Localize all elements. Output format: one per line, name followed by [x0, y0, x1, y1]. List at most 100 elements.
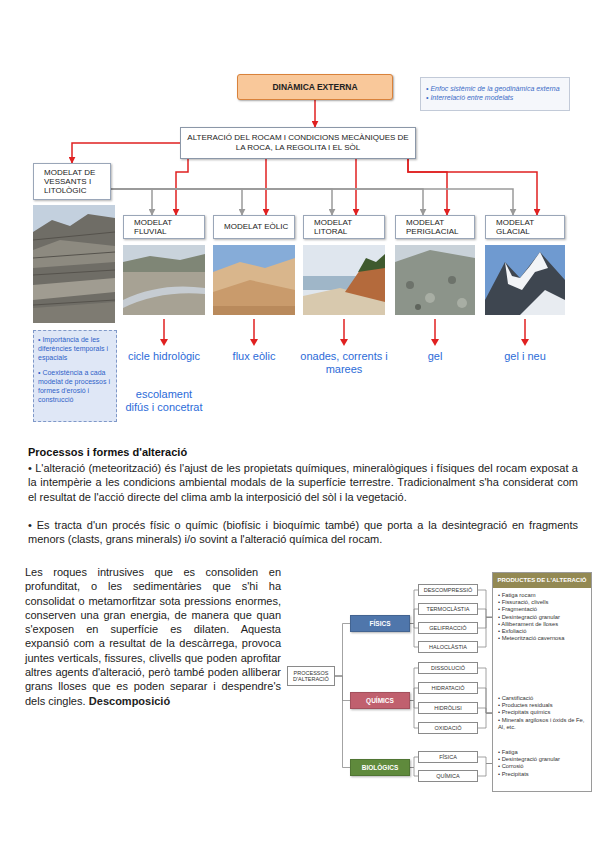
- connector: [314, 100, 316, 127]
- node-text: • Importància de les diferències tempora…: [38, 336, 112, 362]
- node-text: FÍSICS: [353, 620, 407, 627]
- connector: [335, 624, 350, 677]
- hills: [123, 254, 205, 274]
- paragraph-box: • L'alteració (meteorització) és l'ajust…: [28, 461, 578, 504]
- connector: [111, 189, 152, 215]
- boulder: [448, 276, 456, 284]
- boulder: [415, 304, 421, 310]
- bullet-item: • Precipitats: [498, 771, 588, 778]
- node-text: HALOCLÀSTIA: [421, 644, 475, 650]
- sky: [485, 245, 565, 315]
- node-text: HIDRÒLISI: [421, 705, 475, 711]
- section-heading-box: Processos i formes d'alteració: [28, 446, 428, 458]
- bullet-item: • Minerals argilosos i òxids de Fe, Al, …: [498, 717, 588, 731]
- node-text: QUÍMICA: [421, 773, 475, 779]
- process-box: HALOCLÀSTIA: [418, 641, 478, 653]
- red-arrow: [343, 319, 345, 340]
- connector: [410, 701, 418, 729]
- connector: [478, 713, 492, 728]
- connector: [111, 189, 242, 215]
- agent-label: onades, corrents i marees: [300, 350, 387, 375]
- aeolian-photo: [213, 245, 295, 315]
- connector: [111, 189, 423, 215]
- note-box: • Enfoc sistèmic de la geodinàmica exter…: [420, 77, 570, 111]
- process-box: DISSOLUCIÓ: [418, 662, 478, 674]
- root-box: PROCESSOS D'ALTERACIÓ: [287, 666, 335, 686]
- paragraph: • Es tracta d'un procés físic o químic (…: [28, 519, 578, 545]
- node-text: DINÀMICA EXTERNA: [272, 82, 357, 92]
- agent-label: gel i neu: [504, 350, 546, 362]
- bullet-item: • Fatiga: [498, 749, 588, 756]
- bullet-item: • Fatiga rocam: [498, 592, 588, 599]
- paragraph: Les roques intrusives que es consoliden …: [25, 566, 281, 707]
- bullet-item: • Corrosió: [498, 763, 588, 770]
- agent-label-box: cicle hidrològic: [120, 350, 208, 363]
- agent-label-box: gel: [395, 350, 475, 363]
- node-text: OXIDACIÓ: [421, 725, 475, 731]
- node-text: • Interrelació entre modelats: [426, 94, 564, 103]
- bullet-item: • Productes residuals: [498, 702, 588, 709]
- red-arrow: [163, 319, 165, 340]
- modelat-box: MODELAT GLACIAL: [485, 215, 565, 239]
- connector: [410, 609, 418, 624]
- mountain: [485, 252, 565, 315]
- connector: [478, 617, 492, 647]
- arrowhead: [431, 339, 439, 346]
- node-text: PROCESSOS D'ALTERACIÓ: [290, 670, 332, 683]
- process-box: QUÍMICA: [418, 770, 478, 782]
- connector: [410, 768, 418, 777]
- connector: [72, 143, 180, 163]
- periglacial-photo: [395, 245, 475, 315]
- bullet-item: • Desintegració granular: [498, 614, 588, 621]
- process-box: HIDRÒLISI: [418, 702, 478, 714]
- sky: [395, 245, 475, 315]
- connector: [265, 159, 267, 215]
- connector: [111, 189, 513, 215]
- stratum: [33, 278, 115, 300]
- red-arrow: [524, 319, 526, 340]
- arrowhead: [340, 339, 348, 346]
- bullet-item: • Fissuració, clivells: [498, 599, 588, 606]
- process-box: OXIDACIÓ: [418, 722, 478, 734]
- agent-label: flux eòlic: [233, 350, 276, 362]
- node-text: MODELAT FLUVIAL: [134, 218, 200, 236]
- bullet-item: • Exfoliació: [498, 628, 588, 635]
- sky: [213, 245, 295, 315]
- node-text: TERMOCLÀSTIA: [421, 606, 475, 612]
- bullet-item: • Alliberament de lloses: [498, 621, 588, 628]
- bullet-group: • Fatiga rocam• Fissuració, clivells• Fr…: [498, 592, 588, 643]
- node-text: MODELAT DE VESSANTS I LITOLÒGIC: [44, 168, 106, 196]
- agent-label: gel: [428, 350, 443, 362]
- dune: [213, 258, 295, 315]
- node-text: MODELAT EÒLIC: [224, 222, 290, 231]
- node-text: • Coexistència a cada modelat de process…: [38, 369, 112, 404]
- connector: [478, 609, 492, 617]
- node-text: MODELAT GLACIAL: [496, 218, 560, 236]
- glacial-photo: [485, 245, 565, 315]
- category-box: FÍSICS: [350, 615, 410, 632]
- trees: [358, 254, 385, 272]
- red-arrow: [434, 319, 436, 340]
- connector: [478, 668, 492, 713]
- note-box: • Importància de les diferències tempora…: [33, 330, 117, 422]
- process-box: ALTERACIÓ DEL ROCAM I CONDICIONS MECÀNIQ…: [180, 127, 416, 159]
- boulder: [425, 293, 435, 303]
- cliff: [33, 214, 115, 323]
- category-box: BIOLÒGICS: [350, 759, 410, 776]
- coastal-photo: [303, 245, 385, 315]
- boulder: [406, 281, 414, 289]
- modelat-box: MODELAT LITORAL: [303, 215, 385, 239]
- cliff: [345, 266, 385, 302]
- connector: [176, 159, 188, 215]
- paragraph: • L'alteració (meteorització) és l'ajust…: [28, 462, 578, 503]
- modelat-box: MODELAT DE VESSANTS I LITOLÒGIC: [33, 163, 111, 200]
- connector: [410, 757, 418, 768]
- node-text: BIOLÒGICS: [353, 764, 407, 771]
- agent-label-box: gel i neu: [485, 350, 565, 363]
- connector: [408, 159, 537, 215]
- main-box: DINÀMICA EXTERNA: [237, 74, 393, 100]
- sky: [123, 245, 205, 315]
- connector: [478, 757, 492, 764]
- process-box: FÍSICA: [418, 751, 478, 763]
